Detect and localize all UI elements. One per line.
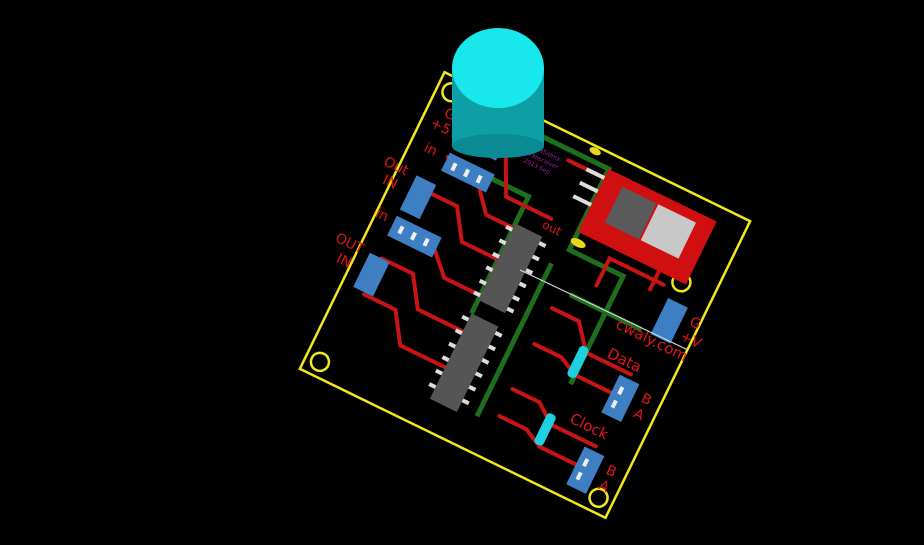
ic-upper bbox=[473, 223, 547, 314]
regulator-lead bbox=[578, 180, 599, 194]
ic-lower bbox=[428, 313, 503, 412]
regulator-heatsink bbox=[640, 204, 697, 259]
connector-power-right bbox=[650, 298, 688, 344]
regulator-lead bbox=[585, 167, 606, 180]
silk-in-1: in bbox=[421, 140, 439, 160]
silk-in-cap-2: IN bbox=[334, 251, 354, 272]
connector-clock bbox=[566, 446, 605, 494]
capacitor-small bbox=[589, 147, 601, 156]
silk-in-2: in bbox=[373, 205, 391, 225]
resistor-data bbox=[567, 345, 589, 379]
electrolytic-capacitor bbox=[452, 28, 544, 158]
connector-data bbox=[601, 374, 640, 422]
connector-out-2 bbox=[353, 252, 390, 297]
ruler-line bbox=[519, 269, 689, 351]
regulator-chip bbox=[604, 186, 657, 240]
mounting-hole-bottom-left bbox=[309, 351, 331, 373]
silk-in-cap-1: IN bbox=[380, 172, 400, 193]
resistor-clock bbox=[534, 413, 556, 446]
mounting-hole-bottom-right bbox=[588, 487, 609, 509]
connector-out-1 bbox=[399, 175, 437, 220]
regulator-lead bbox=[572, 194, 593, 207]
capacitor-small bbox=[570, 238, 586, 249]
